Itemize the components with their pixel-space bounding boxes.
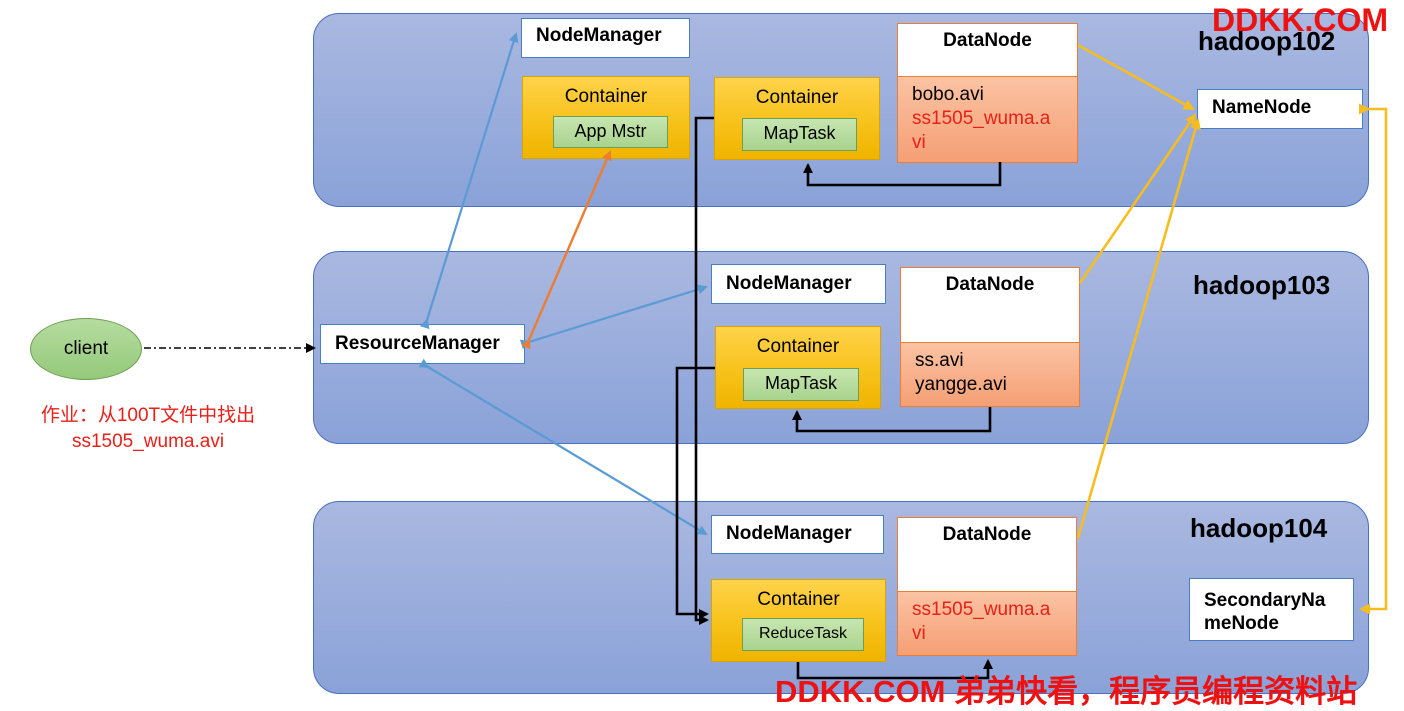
host-label-hadoop103: hadoop103 [1193,270,1331,300]
arrow-maptask103-reduce [675,366,715,619]
datanode-title: DataNode [943,30,1032,51]
file-entry: bobo.avi [912,84,984,105]
secondary-name-node-line1: SecondaryNa [1204,590,1326,611]
file-entry: vi [912,132,926,153]
arrow-dn103-namenode [1078,113,1197,284]
host-label-hadoop102: hadoop102 [1198,26,1336,56]
datanode-hadoop103: DataNode ss.avi yangge.avi [900,267,1080,407]
file-entry: vi [912,623,926,644]
client-label: client [63,338,109,359]
file-entry: ss1505_wuma.a [912,599,1051,620]
container-label: Container [756,336,840,357]
secondary-name-node: SecondaryNa meNode [1189,578,1354,641]
arrow-dn102-maptask [803,162,1002,187]
arrow-rm-appmaster [521,150,612,350]
datanode-hadoop104: DataNode ss1505_wuma.a vi [897,517,1077,656]
map-task-hadoop103: MapTask [743,368,859,401]
container-label: Container [564,86,648,107]
datanode-title: DataNode [942,524,1032,545]
arrow-dn103-maptask [792,407,992,433]
datanode-files: ss1505_wuma.a vi [898,591,1076,655]
name-node: NameNode [1197,89,1363,129]
arrow-rm-nm103 [519,284,708,350]
file-entry: ss.avi [915,350,964,371]
container-label: Container [757,589,840,610]
arrow-rm-nm104 [418,358,708,536]
container-label: Container [755,87,839,108]
node-manager-hadoop102: NodeManager [521,18,690,58]
reduce-task: ReduceTask [742,618,864,651]
watermark-bottom: DDKK.COM 弟弟快看，程序员编程资料站 [775,674,1358,709]
homework-note: 作业：从100T文件中找出 ss1505_wuma.avi [20,403,276,455]
datanode-files: ss.avi yangge.avi [901,342,1079,406]
host-label-hadoop104: hadoop104 [1190,513,1328,543]
file-entry: ss1505_wuma.a [912,108,1051,129]
node-manager-hadoop104: NodeManager [711,515,884,554]
arrow-reduce-dn104 [796,659,993,680]
homework-line2: ss1505_wuma.avi [71,431,225,452]
arrow-dn104-namenode [1076,118,1201,539]
datanode-title: DataNode [945,274,1035,295]
datanode-files: bobo.avi ss1505_wuma.a vi [898,76,1077,162]
arrow-dn102-namenode [1077,43,1195,111]
arrow-namenode-secondary [1359,103,1388,615]
secondary-name-node-line2: meNode [1204,613,1279,634]
arrow-rm-nm102 [419,32,519,330]
client-node: client [30,318,142,380]
file-entry: yangge.avi [915,374,1007,395]
homework-line1: 作业：从100T文件中找出 [40,405,256,426]
node-manager-hadoop103: NodeManager [711,264,886,304]
watermark-top: DDKK.COM [1212,2,1388,38]
app-master-task: App Mstr [553,116,668,148]
datanode-hadoop102: DataNode bobo.avi ss1505_wuma.a vi [897,23,1078,163]
resource-manager: ResourceManager [320,324,525,364]
map-task-hadoop102: MapTask [742,118,857,151]
